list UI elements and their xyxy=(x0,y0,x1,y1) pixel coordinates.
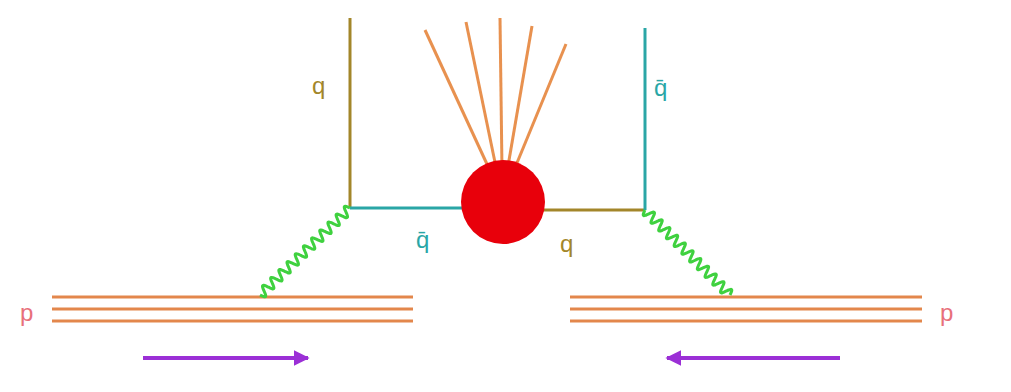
gluon-line xyxy=(643,210,732,295)
hadron-fan xyxy=(425,18,566,175)
proton-right xyxy=(570,297,922,321)
quark-label: q xyxy=(560,232,573,256)
direction-arrow xyxy=(143,356,308,360)
proton-left xyxy=(52,297,413,321)
antiquark-label: q̄ xyxy=(416,228,429,252)
direction-arrow xyxy=(667,356,840,360)
proton-label: p xyxy=(940,301,953,325)
quark-line xyxy=(349,18,352,208)
antiquark-line xyxy=(644,28,647,210)
quark-line xyxy=(540,209,645,212)
antiquark-label: q̄ xyxy=(654,76,667,100)
gluon-line xyxy=(260,206,350,297)
quark-label: q xyxy=(312,74,325,98)
antiquark-line xyxy=(350,207,468,210)
interaction-blob xyxy=(461,160,545,244)
proton-label: p xyxy=(20,301,33,325)
